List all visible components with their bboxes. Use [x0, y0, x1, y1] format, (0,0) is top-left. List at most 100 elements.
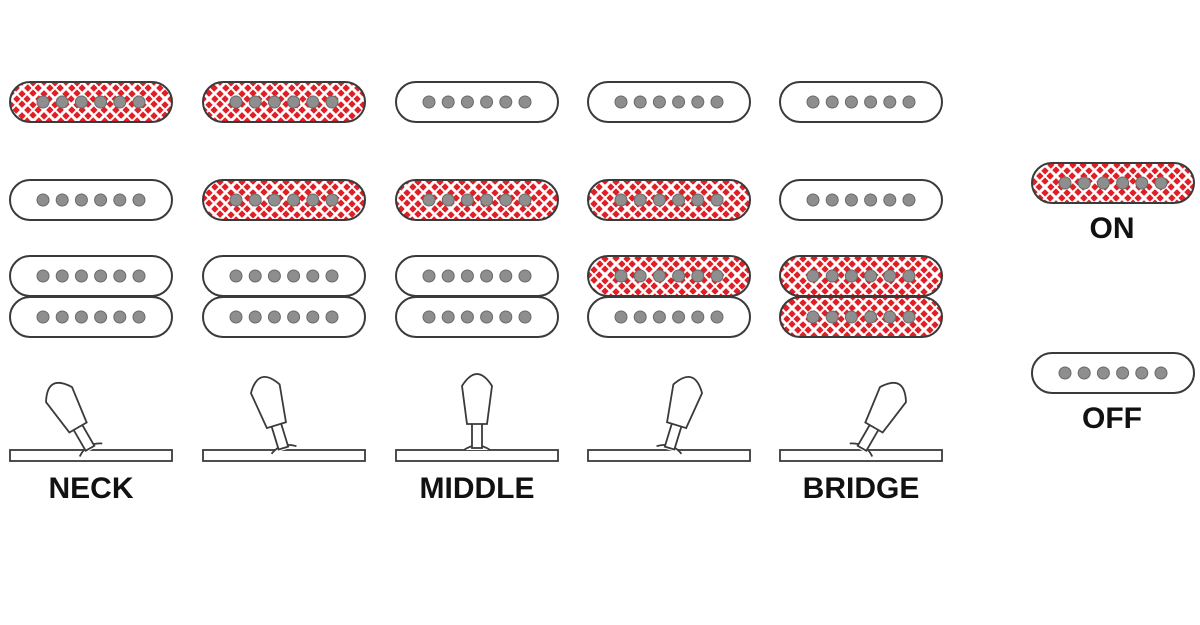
pole-piece — [614, 193, 628, 207]
pole-piece — [94, 310, 108, 324]
pole-piece — [499, 95, 513, 109]
pole-piece — [36, 310, 50, 324]
pole-piece — [113, 95, 127, 109]
switch-plate — [587, 449, 751, 462]
pole-piece — [1154, 366, 1168, 380]
pole-piece — [1058, 176, 1072, 190]
position-label: BRIDGE — [803, 472, 920, 505]
legend-off-label: OFF — [1082, 402, 1142, 435]
pole-piece — [422, 269, 436, 283]
pole-piece — [806, 193, 820, 207]
pole-piece — [36, 95, 50, 109]
pole-piece — [441, 193, 455, 207]
pole-piece — [113, 269, 127, 283]
switch-plate — [395, 449, 559, 462]
pole-piece — [652, 310, 666, 324]
bridge-humbucker-upper-coil — [9, 255, 173, 297]
pole-piece — [691, 310, 705, 324]
neck-pickup — [779, 81, 943, 123]
pole-piece — [844, 95, 858, 109]
middle-pickup — [202, 179, 366, 221]
pole-piece — [460, 269, 474, 283]
bridge-humbucker-upper-coil — [395, 255, 559, 297]
pole-piece — [499, 269, 513, 283]
pole-piece — [672, 95, 686, 109]
switch-position-5: BRIDGE — [779, 81, 943, 505]
pole-piece — [1077, 176, 1091, 190]
pole-piece — [480, 95, 494, 109]
pole-piece — [710, 193, 724, 207]
position-label: NECK — [48, 472, 133, 505]
pole-piece — [902, 269, 916, 283]
pole-piece — [1096, 366, 1110, 380]
pole-piece — [36, 193, 50, 207]
pole-piece — [229, 95, 243, 109]
pole-piece — [132, 310, 146, 324]
neck-pickup — [587, 81, 751, 123]
selector-switch — [587, 376, 751, 462]
pole-piece — [614, 269, 628, 283]
pole-piece — [1116, 176, 1130, 190]
pole-piece — [825, 193, 839, 207]
pole-piece — [844, 269, 858, 283]
pole-piece — [633, 269, 647, 283]
pole-piece — [287, 310, 301, 324]
pole-piece — [633, 95, 647, 109]
selector-switch — [202, 376, 366, 462]
pole-piece — [902, 95, 916, 109]
pole-piece — [1096, 176, 1110, 190]
switch-tip — [461, 373, 493, 425]
pole-piece — [441, 269, 455, 283]
pole-piece — [422, 95, 436, 109]
pole-piece — [825, 269, 839, 283]
bridge-humbucker-lower-coil — [202, 296, 366, 338]
pole-piece — [325, 193, 339, 207]
pole-piece — [325, 269, 339, 283]
pole-piece — [672, 193, 686, 207]
pole-piece — [864, 95, 878, 109]
neck-pickup — [202, 81, 366, 123]
switch-lever — [461, 373, 493, 451]
switch-plate — [9, 449, 173, 462]
pole-piece — [74, 193, 88, 207]
pole-piece — [710, 95, 724, 109]
selector-switch — [395, 373, 559, 462]
pole-piece — [55, 193, 69, 207]
bridge-humbucker-upper-coil — [587, 255, 751, 297]
pole-piece — [499, 310, 513, 324]
pole-piece — [825, 95, 839, 109]
pole-piece — [306, 193, 320, 207]
pole-piece — [652, 95, 666, 109]
selector-switch — [9, 382, 173, 462]
pole-piece — [672, 310, 686, 324]
pole-piece — [672, 269, 686, 283]
pole-piece — [499, 193, 513, 207]
bridge-humbucker-lower-coil — [779, 296, 943, 338]
neck-pickup — [395, 81, 559, 123]
bridge-humbucker-upper-coil — [202, 255, 366, 297]
pole-piece — [287, 269, 301, 283]
legend-on-pickup — [1031, 162, 1195, 204]
position-label: MIDDLE — [420, 472, 535, 505]
pole-piece — [55, 310, 69, 324]
pole-piece — [74, 95, 88, 109]
legend: ON OFF — [1031, 162, 1195, 435]
switch-position-1: NECK — [9, 81, 173, 505]
pole-piece — [902, 310, 916, 324]
pole-piece — [864, 269, 878, 283]
switch-plate — [779, 449, 943, 462]
pole-piece — [1116, 366, 1130, 380]
legend-on-label: ON — [1090, 212, 1135, 245]
pole-piece — [229, 310, 243, 324]
pole-piece — [864, 310, 878, 324]
pole-piece — [710, 269, 724, 283]
pole-piece — [287, 95, 301, 109]
pole-piece — [518, 310, 532, 324]
bridge-humbucker-upper-coil — [779, 255, 943, 297]
switch-position-3: MIDDLE — [395, 81, 559, 505]
switch-plate — [202, 449, 366, 462]
switch-position-4 — [587, 81, 751, 462]
pole-piece — [806, 269, 820, 283]
pole-piece — [267, 310, 281, 324]
